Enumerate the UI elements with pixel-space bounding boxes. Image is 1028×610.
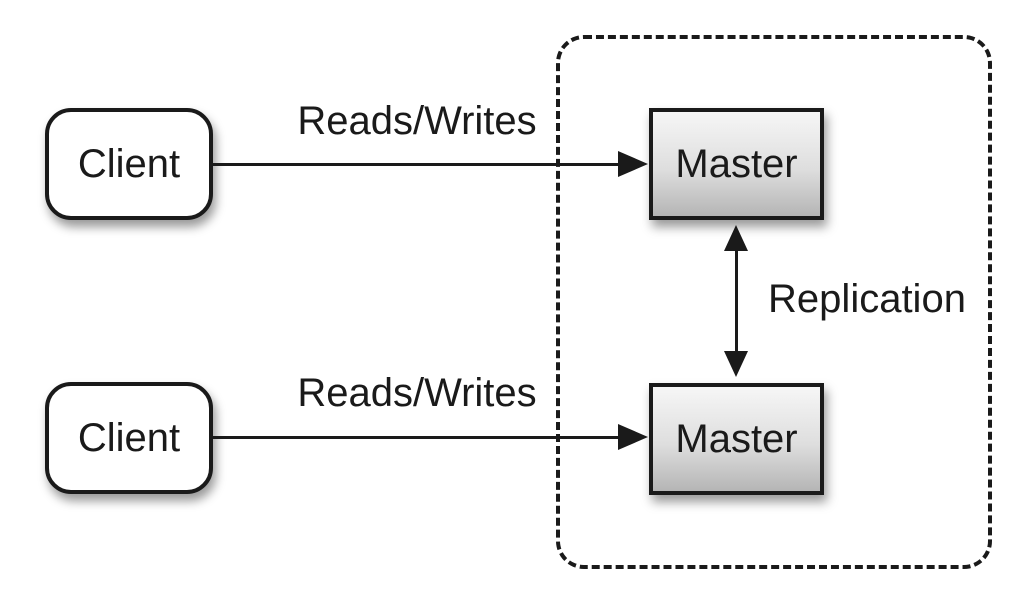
master-node-bottom-label: Master — [675, 417, 798, 461]
reads-writes-label-bottom: Reads/Writes — [297, 371, 537, 415]
reads-writes-arrow-bottom-shaft — [213, 436, 621, 439]
reads-writes-arrow-top-arrowhead-icon — [618, 151, 648, 177]
master-node-top-label: Master — [675, 142, 798, 186]
master-node-bottom: Master — [649, 383, 824, 495]
client-node-bottom-label: Client — [77, 416, 181, 460]
client-node-bottom: Client — [45, 382, 213, 494]
replication-arrow-down-arrowhead-icon — [724, 351, 748, 377]
reads-writes-arrow-top-shaft — [213, 163, 621, 166]
replication-label: Replication — [768, 277, 966, 321]
master-node-top: Master — [649, 108, 824, 220]
replication-group-boundary — [556, 35, 992, 569]
reads-writes-label-top: Reads/Writes — [297, 99, 537, 143]
client-node-top: Client — [45, 108, 213, 220]
replication-arrow-up-arrowhead-icon — [724, 225, 748, 251]
reads-writes-arrow-bottom-arrowhead-icon — [618, 424, 648, 450]
replication-arrow-shaft — [735, 248, 738, 354]
client-node-top-label: Client — [77, 142, 181, 186]
